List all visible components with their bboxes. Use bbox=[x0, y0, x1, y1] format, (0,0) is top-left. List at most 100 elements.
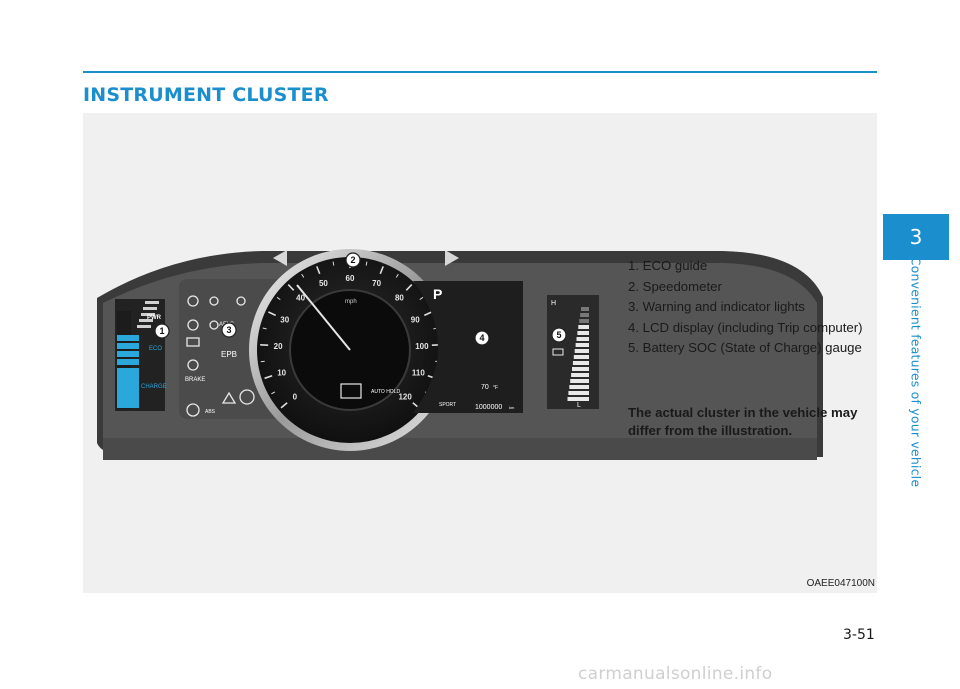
speed-tick bbox=[405, 283, 413, 291]
soc-bar bbox=[574, 349, 589, 353]
legend-item: 3. Warning and indicator lights bbox=[628, 299, 805, 315]
callout-5-label: 5 bbox=[556, 330, 561, 340]
callout-2-label: 2 bbox=[350, 255, 355, 265]
lcd-odometer: 1000000 bbox=[475, 404, 502, 411]
speed-tick bbox=[419, 296, 424, 301]
soc-bar bbox=[581, 307, 589, 311]
eco-label: ECO bbox=[149, 346, 162, 352]
lcd-display: P 70 °F SPORT 1000000 km bbox=[413, 281, 523, 413]
soc-bar bbox=[572, 361, 589, 365]
speed-label: 10 bbox=[277, 369, 286, 378]
speed-label: 60 bbox=[346, 274, 355, 283]
speed-tick bbox=[287, 283, 295, 291]
tpms-icon bbox=[186, 403, 200, 417]
eco-guide: PWR ECO CHARGE bbox=[115, 299, 167, 411]
speed-tick bbox=[260, 360, 265, 363]
speed-label: 80 bbox=[395, 294, 404, 303]
turn-right-icon bbox=[445, 250, 459, 266]
speed-tick bbox=[276, 296, 281, 301]
lcd-temperature-unit: °F bbox=[493, 385, 498, 391]
brake-label: BRAKE bbox=[185, 377, 205, 383]
eco-charge-label: CHARGE bbox=[141, 384, 167, 390]
battery-warning-icon bbox=[186, 337, 200, 347]
speed-label: 30 bbox=[280, 316, 289, 325]
speed-tick bbox=[268, 311, 277, 317]
top-rule bbox=[83, 71, 877, 73]
seatbelt-icon bbox=[187, 295, 199, 307]
speed-tick bbox=[262, 327, 267, 330]
bottom-indicators: AUTO HOLD bbox=[340, 383, 400, 399]
soc-high-label: H bbox=[551, 300, 556, 307]
speed-label: 110 bbox=[412, 369, 425, 378]
soc-bar bbox=[567, 397, 589, 401]
watermark: carmanualsonline.info bbox=[578, 664, 773, 684]
speed-tick bbox=[271, 391, 276, 395]
callout-3: 3 bbox=[221, 322, 237, 338]
callout-1-label: 1 bbox=[159, 326, 164, 336]
airbag-icon bbox=[187, 359, 199, 371]
speed-label: 90 bbox=[411, 316, 420, 325]
page-number: 3-51 bbox=[843, 627, 875, 643]
disclaimer-line-2: differ from the illustration. bbox=[628, 423, 793, 438]
lcd-odometer-unit: km bbox=[509, 405, 515, 410]
figure-panel: PWR ECO CHARGE AFLS EPB BRAKE bbox=[83, 113, 877, 593]
soc-bar bbox=[575, 343, 589, 347]
speed-tick bbox=[264, 375, 273, 380]
legend-item: 2. Speedometer bbox=[628, 278, 722, 294]
headlamp-icon bbox=[209, 320, 219, 330]
soc-bar bbox=[572, 367, 589, 371]
speed-label: 40 bbox=[296, 294, 305, 303]
callout-4-label: 4 bbox=[479, 333, 484, 343]
battery-icon bbox=[552, 348, 564, 356]
speed-label: 70 bbox=[372, 279, 381, 288]
callout-2: 2 bbox=[345, 252, 361, 268]
oil-pressure-icon bbox=[187, 319, 199, 331]
eco-pwr-label: PWR bbox=[147, 315, 162, 321]
auto-hold-label: AUTO HOLD bbox=[371, 389, 400, 395]
soc-bar bbox=[568, 391, 589, 395]
callout-5: 5 bbox=[551, 327, 567, 343]
chapter-tab[interactable]: 3 bbox=[883, 214, 949, 260]
lcd-sport: SPORT bbox=[439, 402, 456, 408]
speed-unit: mph bbox=[345, 299, 357, 305]
speed-tick bbox=[332, 261, 335, 266]
callout-3-label: 3 bbox=[226, 325, 231, 335]
turn-left-icon bbox=[273, 250, 287, 266]
lamp-icon bbox=[209, 296, 219, 306]
chapter-title: Convenient features of your vehicle bbox=[908, 256, 924, 488]
soc-bar bbox=[580, 313, 589, 317]
battery-soc-gauge: H L bbox=[547, 295, 599, 409]
soc-bar bbox=[578, 325, 589, 329]
lcd-temperature: 70 bbox=[481, 384, 489, 391]
soc-bar bbox=[577, 331, 589, 335]
callout-1: 1 bbox=[154, 323, 170, 339]
soc-bar bbox=[570, 379, 589, 383]
speed-tick bbox=[423, 311, 432, 317]
legend-item: 5. Battery SOC (State of Charge) gauge bbox=[628, 340, 862, 356]
speed-label: 20 bbox=[274, 342, 283, 351]
speed-label: 100 bbox=[415, 342, 429, 351]
soc-bar bbox=[571, 373, 589, 377]
speedometer-needle bbox=[296, 284, 351, 351]
soc-bars bbox=[567, 307, 589, 401]
soc-bar bbox=[573, 355, 589, 359]
speed-tick bbox=[280, 402, 288, 409]
abs-label: ABS bbox=[205, 409, 216, 415]
speed-label: 0 bbox=[293, 392, 298, 401]
parking-brake-icon bbox=[239, 389, 255, 405]
soc-low-label: L bbox=[577, 402, 581, 409]
legend-item: 1. ECO guide bbox=[628, 258, 708, 273]
soc-bar bbox=[576, 337, 589, 341]
soc-bar bbox=[579, 319, 589, 323]
disclaimer-note: The actual cluster in the vehicle may di… bbox=[628, 404, 878, 440]
eco-guide-bar bbox=[117, 335, 139, 408]
gear-indicator: P bbox=[433, 286, 442, 302]
high-beam-icon bbox=[236, 296, 246, 306]
speed-tick bbox=[395, 273, 399, 278]
epb-label: EPB bbox=[221, 350, 237, 359]
soc-bar bbox=[569, 385, 589, 389]
figure-code: OAEE047100N bbox=[806, 578, 875, 589]
callout-4: 4 bbox=[474, 330, 490, 346]
cluster-lower-trim bbox=[103, 438, 817, 460]
